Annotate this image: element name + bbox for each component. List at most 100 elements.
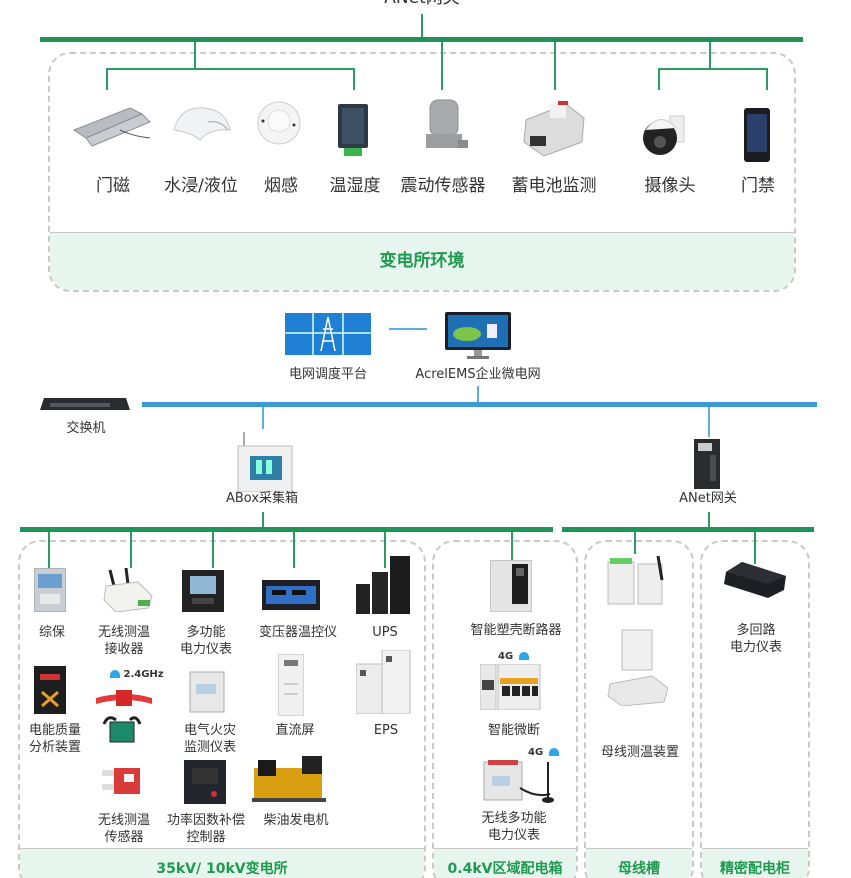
abox-collector-icon xyxy=(236,432,296,496)
busbar-temp-device-icon xyxy=(606,555,669,710)
device-label: 功率因数补偿控制器 xyxy=(166,813,246,845)
zone-title: 母线槽 xyxy=(586,848,692,878)
camera-icon xyxy=(640,106,690,164)
connector xyxy=(293,532,295,568)
connector xyxy=(477,386,479,402)
network-switch-icon xyxy=(40,397,130,416)
network-tag: 4G xyxy=(498,651,529,662)
device-label: 柴油发电机 xyxy=(263,813,329,828)
door-magnet-icon xyxy=(70,100,154,154)
device-label-access: 门禁 xyxy=(741,176,775,196)
network-tag: 4G xyxy=(528,747,559,758)
connector xyxy=(262,512,264,528)
wireless-receiver-icon xyxy=(102,567,154,616)
device-label-door-magnet: 门磁 xyxy=(96,176,130,196)
field-bus-left xyxy=(20,527,553,532)
connector xyxy=(106,68,108,90)
wifi-icon xyxy=(548,748,559,756)
connector xyxy=(634,532,636,554)
protection-relay-icon xyxy=(33,567,67,616)
multi-circuit-meter-icon xyxy=(722,562,788,602)
connector xyxy=(48,532,50,568)
monitor-icon xyxy=(443,312,513,366)
zone-substation-box: 35kV/ 10kV变电所 xyxy=(18,540,426,878)
switch-label: 交换机 xyxy=(66,421,106,436)
transformer-temp-controller-icon xyxy=(262,580,320,614)
device-label: 电气火灾监测仪表 xyxy=(183,723,237,755)
mcb-icon xyxy=(479,663,542,714)
connector xyxy=(421,14,423,38)
zone-title: 0.4kV区域配电箱 xyxy=(434,848,576,878)
device-label-vibration: 震动传感器 xyxy=(400,176,486,196)
device-label: EPS xyxy=(373,723,399,738)
connector xyxy=(194,42,196,69)
vibration-sensor-icon xyxy=(424,96,468,162)
ems-label: AcrelEMS企业微电网 xyxy=(415,367,541,382)
wifi-icon xyxy=(518,652,529,660)
device-label: 多功能电力仪表 xyxy=(179,625,233,657)
device-label-battery: 蓄电池监测 xyxy=(511,176,597,196)
connector xyxy=(262,407,264,429)
environment-title: 变电所环境 xyxy=(50,232,794,290)
device-label: 无线测温接收器 xyxy=(97,625,151,657)
device-label: 智能塑壳断路器 xyxy=(470,623,562,638)
ups-icon xyxy=(356,556,412,618)
device-label: 无线多功能电力仪表 xyxy=(481,811,547,843)
environment-bus xyxy=(40,37,803,42)
zone-title: 精密配电柜 xyxy=(702,848,808,878)
device-label-temp-humidity: 温湿度 xyxy=(329,176,381,196)
connector xyxy=(130,532,132,568)
connector xyxy=(658,68,768,70)
device-label: 电能质量分析装置 xyxy=(28,723,82,755)
top-gateway-label: ANet网关 xyxy=(384,0,459,8)
device-label: 多回路电力仪表 xyxy=(729,623,783,655)
anet-gateway-icon xyxy=(692,437,724,495)
connector xyxy=(106,68,355,70)
connector xyxy=(708,407,710,437)
connector xyxy=(658,68,660,90)
connector xyxy=(511,532,513,562)
connector xyxy=(212,532,214,568)
connector xyxy=(708,512,710,528)
frequency-tag: 2.4GHz xyxy=(108,669,164,680)
temp-humidity-sensor-icon xyxy=(336,100,370,164)
connector xyxy=(353,68,355,90)
connector xyxy=(384,532,386,568)
device-label-water-leak: 水浸/液位 xyxy=(164,176,238,196)
device-label: 变压器温控仪 xyxy=(258,625,338,640)
anet-label: ANet网关 xyxy=(679,491,737,506)
connector xyxy=(709,42,711,69)
eps-icon xyxy=(355,649,412,718)
field-bus-right xyxy=(562,527,814,532)
environment-box: 变电所环境 xyxy=(48,52,796,292)
power-meter-icon xyxy=(182,570,224,616)
connector xyxy=(554,42,556,90)
zone-busway-box: 母线槽 xyxy=(584,540,694,878)
diesel-generator-icon xyxy=(252,756,326,808)
power-quality-analyzer-icon xyxy=(34,666,66,718)
device-label: 直流屏 xyxy=(275,723,315,738)
connector xyxy=(766,68,768,90)
device-label: UPS xyxy=(372,625,398,640)
pf-controller-icon xyxy=(184,760,226,808)
dc-panel-icon xyxy=(277,653,305,720)
wireless-meter-icon xyxy=(482,758,558,810)
temp-sensor-icon xyxy=(102,766,142,800)
device-label: 母线测温装置 xyxy=(600,745,680,760)
grid-dispatch-screen-icon xyxy=(285,313,371,359)
connector xyxy=(754,532,756,564)
device-label: 综保 xyxy=(38,625,66,640)
mccb-icon xyxy=(489,559,533,616)
device-label: 无线测温传感器 xyxy=(97,813,151,845)
ethernet-bus xyxy=(142,402,817,407)
battery-monitor-icon xyxy=(520,98,588,160)
water-leak-sensor-icon xyxy=(170,102,234,150)
device-label: 智能微断 xyxy=(487,723,541,738)
access-control-icon xyxy=(742,106,772,168)
grid-dispatch-label: 电网调度平台 xyxy=(288,367,368,382)
fire-monitor-icon xyxy=(186,668,226,718)
abox-label: ABox采集箱 xyxy=(225,491,299,506)
wireless-temp-sensor-icon xyxy=(94,684,154,754)
smoke-detector-icon xyxy=(256,100,302,150)
zone-title: 35kV/ 10kV变电所 xyxy=(20,848,424,878)
